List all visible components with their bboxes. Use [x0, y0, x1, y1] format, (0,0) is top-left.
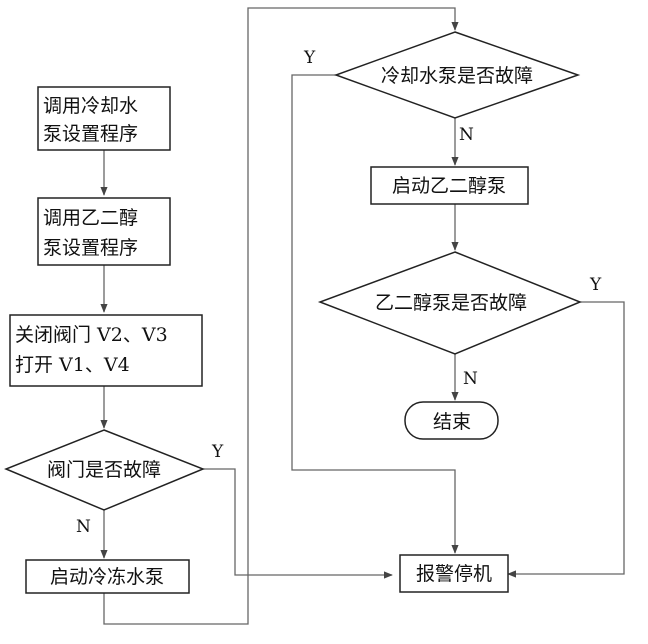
connectors — [100, 7, 625, 625]
branch-labels: Y N Y N Y N — [76, 48, 602, 537]
node-cooling-pump-fault: 冷却水泵是否故障 — [333, 31, 581, 119]
svg-text:乙二醇泵是否故障: 乙二醇泵是否故障 — [375, 292, 527, 314]
glycol-fault-no-label: N — [463, 369, 478, 389]
svg-text:启动乙二醇泵: 启动乙二醇泵 — [392, 175, 506, 197]
node-end: 结束 — [404, 401, 499, 440]
arrow-cooling-fault-yes-to-alarm — [291, 74, 459, 554]
node-start-chilled-pump: 启动冷冻水泵 — [25, 559, 190, 594]
node-valve-fault: 阀门是否故障 — [4, 429, 206, 511]
svg-text:泵设置程序: 泵设置程序 — [43, 237, 138, 259]
svg-text:阀门是否故障: 阀门是否故障 — [47, 459, 161, 481]
arrow-valve-fault-yes-to-alarm — [203, 468, 393, 579]
connector-chilled-pump-to-top — [103, 7, 459, 625]
svg-text:冷却水泵是否故障: 冷却水泵是否故障 — [381, 65, 533, 87]
svg-text:结束: 结束 — [433, 411, 471, 433]
svg-text:调用乙二醇: 调用乙二醇 — [43, 207, 138, 229]
svg-text:关闭阀门 V2、V3: 关闭阀门 V2、V3 — [15, 324, 168, 346]
valve-fault-yes-label: Y — [211, 442, 224, 462]
cooling-fault-no-label: N — [459, 125, 474, 145]
cooling-fault-yes-label: Y — [303, 48, 316, 68]
valve-fault-no-label: N — [76, 517, 91, 537]
node-call-cooling-setup: 调用冷却水 泵设置程序 — [37, 86, 171, 151]
node-call-glycol-setup: 调用乙二醇 泵设置程序 — [37, 197, 171, 266]
svg-text:报警停机: 报警停机 — [416, 563, 492, 585]
node-start-glycol-pump: 启动乙二醇泵 — [370, 166, 529, 205]
glycol-fault-yes-label: Y — [589, 275, 602, 295]
arrow-glycol-fault-yes-to-alarm — [507, 301, 625, 578]
svg-text:启动冷冻水泵: 启动冷冻水泵 — [50, 566, 164, 588]
svg-text:调用冷却水: 调用冷却水 — [43, 95, 138, 117]
node-valve-ops: 关闭阀门 V2、V3 打开 V1、V4 — [9, 314, 203, 387]
node-glycol-pump-fault: 乙二醇泵是否故障 — [317, 251, 582, 355]
svg-text:泵设置程序: 泵设置程序 — [43, 123, 138, 145]
svg-text:打开 V1、V4: 打开 V1、V4 — [15, 354, 130, 376]
node-alarm-stop: 报警停机 — [399, 554, 509, 593]
